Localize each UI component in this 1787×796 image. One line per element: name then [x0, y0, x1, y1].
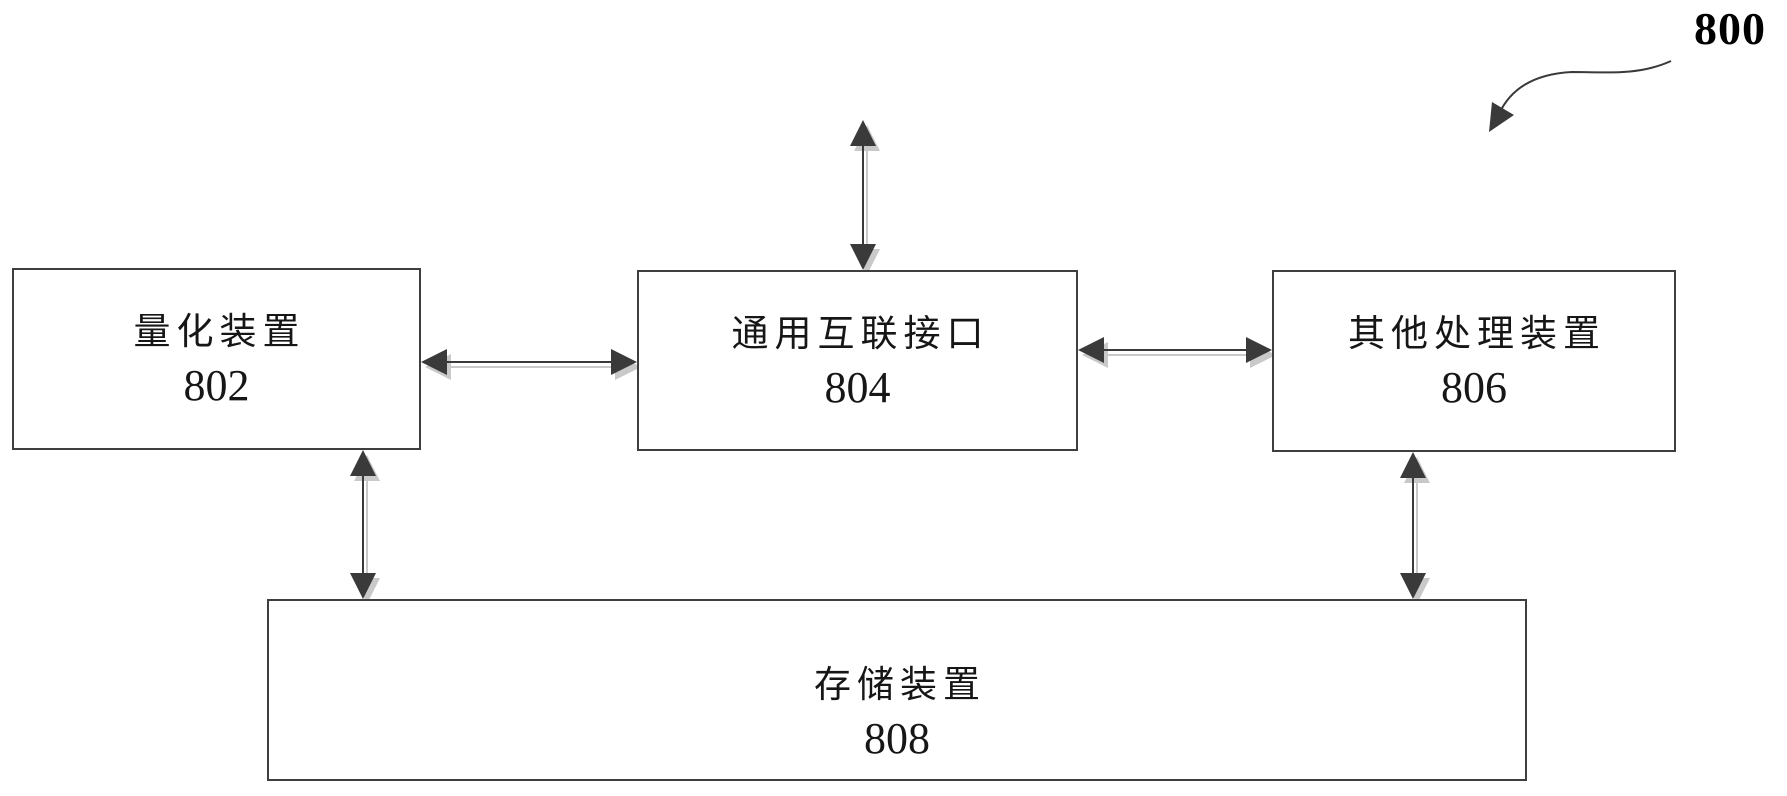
- quantization-device-ref: 802: [183, 361, 250, 410]
- interconnect-interface-title: 通用互联接口: [731, 313, 990, 355]
- quantization-interconnect-arrow: [421, 349, 637, 375]
- quantization-device-box: 量化装置 802: [12, 268, 421, 450]
- top-external-bidirectional-arrow: [850, 120, 876, 270]
- interconnect-other-processing-arrow: [1078, 337, 1272, 363]
- other-processing-device-box: 其他处理装置 806: [1272, 270, 1676, 452]
- other-processing-storage-arrow: [1400, 452, 1426, 599]
- quantization-device-title: 量化装置: [133, 312, 306, 353]
- storage-device-ref: 808: [864, 714, 930, 763]
- other-processing-device-ref: 806: [1441, 363, 1507, 412]
- interconnect-interface-ref: 804: [824, 362, 891, 412]
- storage-device-title: 存储装置: [814, 665, 986, 706]
- interconnect-interface-box: 通用互联接口 804: [637, 270, 1078, 451]
- figure-ref-pointer-arrow: [1489, 60, 1672, 132]
- quantization-storage-arrow: [350, 450, 376, 599]
- figure-ref-label: 800: [1694, 3, 1766, 54]
- other-processing-device-title: 其他处理装置: [1348, 314, 1606, 355]
- storage-device-box: 存储装置 808: [267, 599, 1527, 781]
